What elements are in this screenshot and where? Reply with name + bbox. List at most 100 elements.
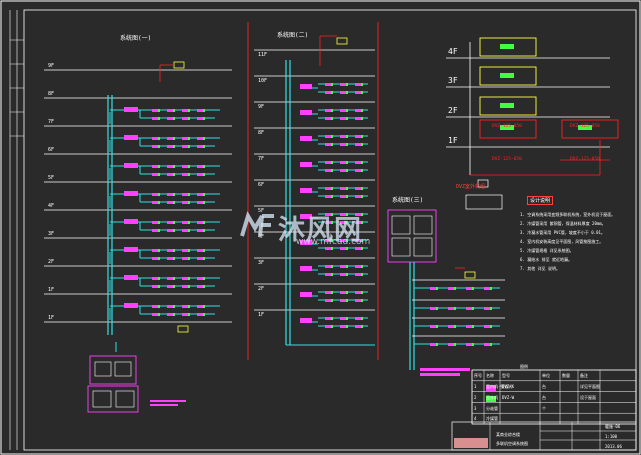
mid-unit-green [346,221,348,224]
mid-branch-box [300,240,312,245]
left-unit-green [173,137,175,140]
left-unit-magenta [167,257,173,260]
mid-unit-green [361,325,363,328]
left-unit-magenta [182,145,188,148]
legend-cell: DVZ-K [502,384,515,389]
mid-unit-magenta [340,195,346,198]
left-unit-magenta [152,257,158,260]
legend-cell: 台 [542,394,546,400]
right-unit-magenta [430,325,436,328]
mid-unit-green [361,291,363,294]
left-floor-label: 2F [48,259,55,265]
right-red-label: DVZ-125-050 [570,123,600,129]
mid-unit-magenta [355,317,361,320]
mid-unit-green [331,91,333,94]
right-top-unit [500,125,514,130]
right-pump-unit [391,237,411,257]
left-unit-magenta [152,145,158,148]
left-unit-magenta [167,117,173,120]
mid-unit-magenta [325,117,331,120]
left-unit-green [158,193,160,196]
right-unit-magenta [484,343,490,346]
left-unit-green [188,201,190,204]
legend-cell: 1 [474,384,477,389]
left-branch-box [124,219,138,224]
mid-unit-green [346,135,348,138]
left-unit-green [173,257,175,260]
mid-unit-green [331,265,333,268]
mid-unit-green [346,161,348,164]
mid-unit-magenta [355,195,361,198]
left-unit-magenta [167,305,173,308]
legend-cell: DVZ-W [502,394,515,400]
left-unit-magenta [152,165,158,168]
left-unit-magenta [182,221,188,224]
mid-unit-magenta [325,161,331,164]
mid-unit-green [361,169,363,172]
mid-branch-box [300,188,312,193]
left-unit-green [173,201,175,204]
mid-unit-magenta [340,135,346,138]
left-unit-green [203,305,205,308]
left-unit-magenta [197,145,203,148]
mid-unit-magenta [325,195,331,198]
right-unit-magenta [448,325,454,328]
right-unit-green [436,325,438,328]
mid-unit-green [346,291,348,294]
right-system-title: 系统图(三) [392,197,424,204]
left-unit-magenta [152,201,158,204]
left-unit-green [188,249,190,252]
legend-cell: 设于屋面 [580,394,596,400]
left-unit-green [203,193,205,196]
left-unit-green [173,313,175,316]
left-pump-unit [115,390,135,408]
left-pump-box [87,385,139,413]
left-unit-green [158,305,160,308]
mid-floor-label: 4F [258,234,265,240]
left-unit-green [158,173,160,176]
mid-unit-green [346,117,348,120]
left-unit-magenta [197,285,203,288]
mid-floor-label: 8F [258,130,265,136]
mid-unit-magenta [340,187,346,190]
mid-unit-magenta [355,221,361,224]
left-unit-magenta [182,165,188,168]
legend-cell: 室内机-壁挂式 [486,384,513,389]
mid-unit-green [331,135,333,138]
left-unit-green [188,145,190,148]
design-note: 3. 冷凝水管采用 PVC管，坡度不小于 0.01。 [520,230,605,235]
mid-branch-box [300,136,312,141]
mid-unit-green [331,273,333,276]
legend-header-cell: 型号 [502,373,510,378]
right-pump-box [387,209,437,263]
mid-unit-magenta [325,239,331,242]
left-unit-magenta [152,229,158,232]
right-unit-green [454,325,456,328]
mid-branch-box [300,214,312,219]
left-unit-magenta [197,257,203,260]
mid-unit-magenta [325,325,331,328]
mid-floor-label: 1F [258,312,265,318]
mid-unit-magenta [325,109,331,112]
left-unit-green [173,173,175,176]
sheet-number: 暖施-06 [605,424,621,429]
left-pump-unit [92,390,112,408]
mid-unit-magenta [340,299,346,302]
legend-symbol [486,385,496,391]
left-unit-green [173,221,175,224]
left-system-title: 系统图(一) [120,35,152,42]
left-unit-box [177,325,189,333]
left-unit-magenta [182,173,188,176]
left-unit-magenta [152,313,158,316]
mid-unit-green [361,143,363,146]
left-unit-green [173,117,175,120]
left-pump-box [89,355,137,385]
left-unit-magenta [182,193,188,196]
outdoor-unit-frame [465,194,503,210]
left-pump-unit [114,361,132,377]
mid-unit-green [331,291,333,294]
legend-cell: 个 [542,405,546,411]
left-unit-magenta [152,285,158,288]
